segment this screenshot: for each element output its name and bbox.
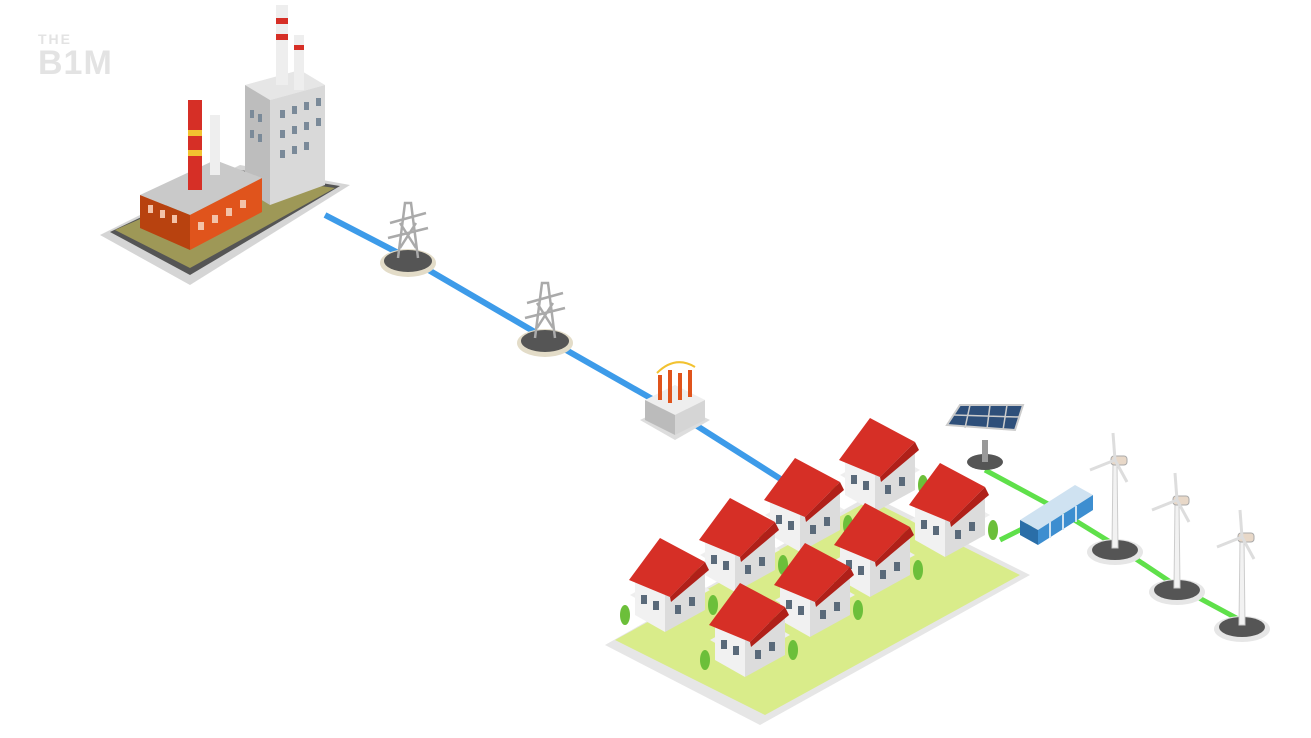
solar-panel (945, 404, 1025, 470)
watermark-line2: B1M (38, 44, 113, 82)
wind-turbine (1214, 509, 1270, 642)
transmission-tower (380, 201, 436, 277)
battery-storage (1020, 485, 1093, 545)
house (830, 418, 928, 512)
wind-turbine (1087, 432, 1143, 565)
house (690, 498, 788, 592)
transformer-substation (640, 361, 710, 440)
the-b1m-watermark: THE B1M (38, 32, 113, 80)
power-plant (100, 5, 350, 285)
house (900, 463, 998, 557)
house (765, 543, 863, 637)
house (755, 458, 853, 552)
house (700, 583, 798, 677)
transmission-tower (517, 281, 573, 357)
house (620, 538, 718, 632)
wind-turbine (1149, 472, 1205, 605)
house (825, 503, 923, 597)
watermark-line1: THE (38, 31, 72, 47)
